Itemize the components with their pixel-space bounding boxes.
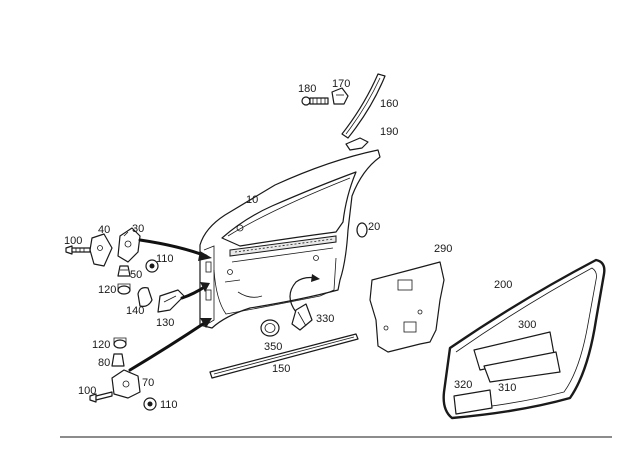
callout-350: 350 (264, 341, 282, 353)
pad-310[interactable] (483, 351, 561, 383)
callout-40: 40 (98, 224, 110, 236)
callout-100-upper: 100 (64, 235, 82, 247)
stud-80[interactable] (111, 353, 125, 367)
callout-290: 290 (434, 243, 452, 255)
buffer-140[interactable] (137, 287, 153, 307)
arrow-check-strap-head (200, 282, 210, 292)
callout-140: 140 (126, 305, 144, 317)
callout-130: 130 (156, 317, 174, 329)
bolt-100-upper[interactable] (65, 245, 91, 255)
callout-310: 310 (498, 382, 516, 394)
callout-330: 330 (316, 313, 334, 325)
speaker-ring-350[interactable] (260, 319, 280, 337)
nut-110-lower[interactable] (143, 397, 157, 411)
callout-50: 50 (130, 269, 142, 281)
callout-300: 300 (518, 319, 536, 331)
callout-80: 80 (98, 357, 110, 369)
window-guide-330[interactable] (291, 303, 313, 331)
pad-320[interactable] (453, 389, 493, 415)
upper-hinge-30[interactable] (117, 227, 141, 263)
arrow-window-guide (289, 276, 317, 313)
callout-100-lower: 100 (78, 385, 96, 397)
door-shell[interactable] (199, 149, 381, 329)
callout-70: 70 (142, 377, 154, 389)
trim-clip-170[interactable] (331, 87, 349, 105)
callout-170: 170 (332, 78, 350, 90)
callout-110-lower: 110 (160, 399, 178, 411)
lower-hinge-70[interactable] (111, 369, 141, 399)
callout-110-upper: 110 (156, 253, 174, 265)
callout-320: 320 (454, 379, 472, 391)
bracket-190[interactable] (345, 137, 369, 151)
bushing-120-lower[interactable] (113, 337, 127, 349)
window-frame-trim[interactable] (341, 73, 386, 139)
arrow-upper-hinge-head (198, 251, 212, 261)
bushing-120-upper[interactable] (117, 283, 131, 295)
arrow-lower-hinge (128, 320, 208, 372)
vapor-barrier-290[interactable] (369, 261, 445, 353)
lower-seal-150[interactable] (209, 333, 359, 379)
nut-110-upper[interactable] (145, 259, 159, 273)
screw-180[interactable] (301, 96, 329, 106)
bolt-100-lower[interactable] (89, 391, 113, 403)
callout-150: 150 (272, 363, 290, 375)
arrow-window-guide-head (311, 274, 320, 282)
hinge-plate-40[interactable] (89, 233, 113, 267)
grommet-20[interactable] (356, 222, 368, 238)
callout-30: 30 (132, 223, 144, 235)
stud-50[interactable] (117, 265, 131, 277)
callout-200: 200 (494, 279, 512, 291)
callout-120-lower: 120 (92, 339, 110, 351)
callout-190: 190 (380, 126, 398, 138)
callout-180: 180 (298, 83, 316, 95)
callout-10: 10 (246, 194, 258, 206)
callout-160: 160 (380, 98, 398, 110)
callout-120-upper: 120 (98, 284, 116, 296)
callout-20: 20 (368, 221, 380, 233)
arrow-lower-hinge-head (200, 318, 212, 328)
door-check-130[interactable] (157, 289, 185, 313)
